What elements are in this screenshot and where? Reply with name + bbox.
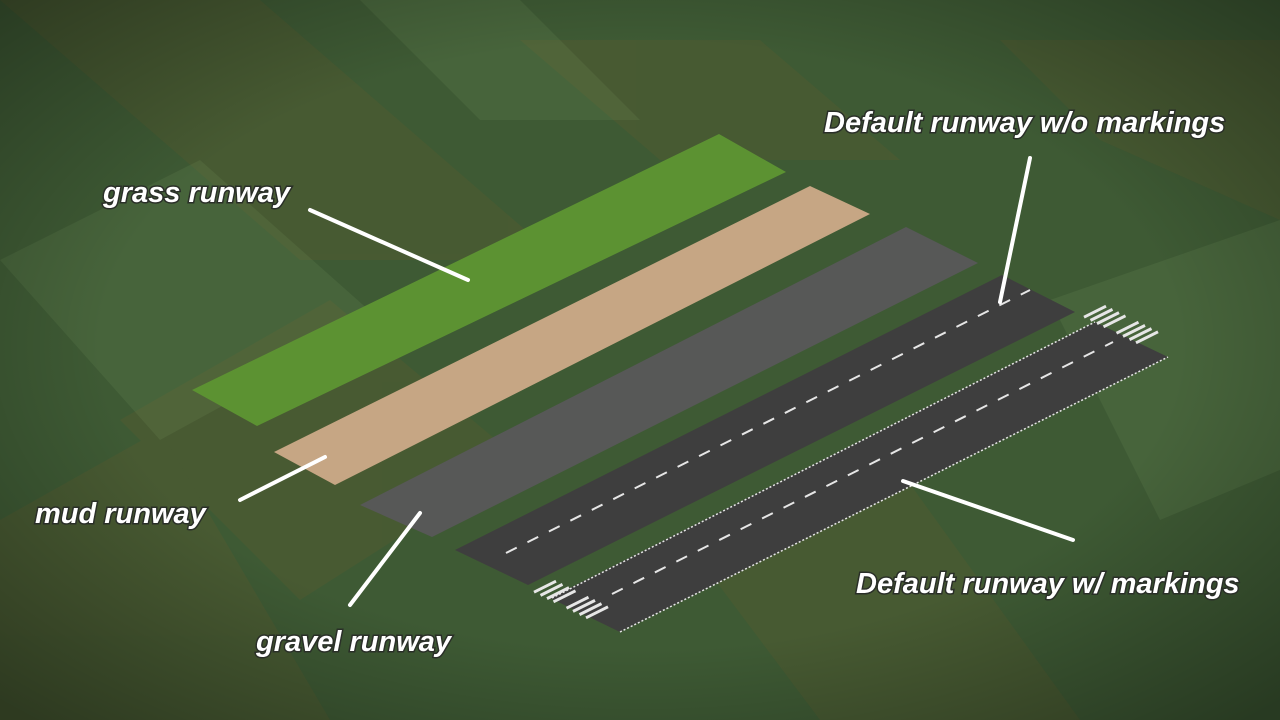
label-grass-runway: grass runway	[102, 177, 292, 209]
leader-line-mud	[238, 455, 327, 502]
leader-line-gravel	[348, 511, 422, 607]
label-gravel-runway: gravel runway	[255, 626, 453, 658]
leader-lines	[238, 156, 1075, 607]
leader-line-default-markings	[901, 479, 1075, 542]
leader-line-default-no-markings	[998, 156, 1032, 304]
label-mud-runway: mud runway	[35, 498, 208, 530]
leader-line-grass	[308, 208, 470, 282]
label-default-runway-no-markings: Default runway w/o markings	[824, 107, 1225, 139]
label-default-runway-markings: Default runway w/ markings	[856, 568, 1240, 600]
